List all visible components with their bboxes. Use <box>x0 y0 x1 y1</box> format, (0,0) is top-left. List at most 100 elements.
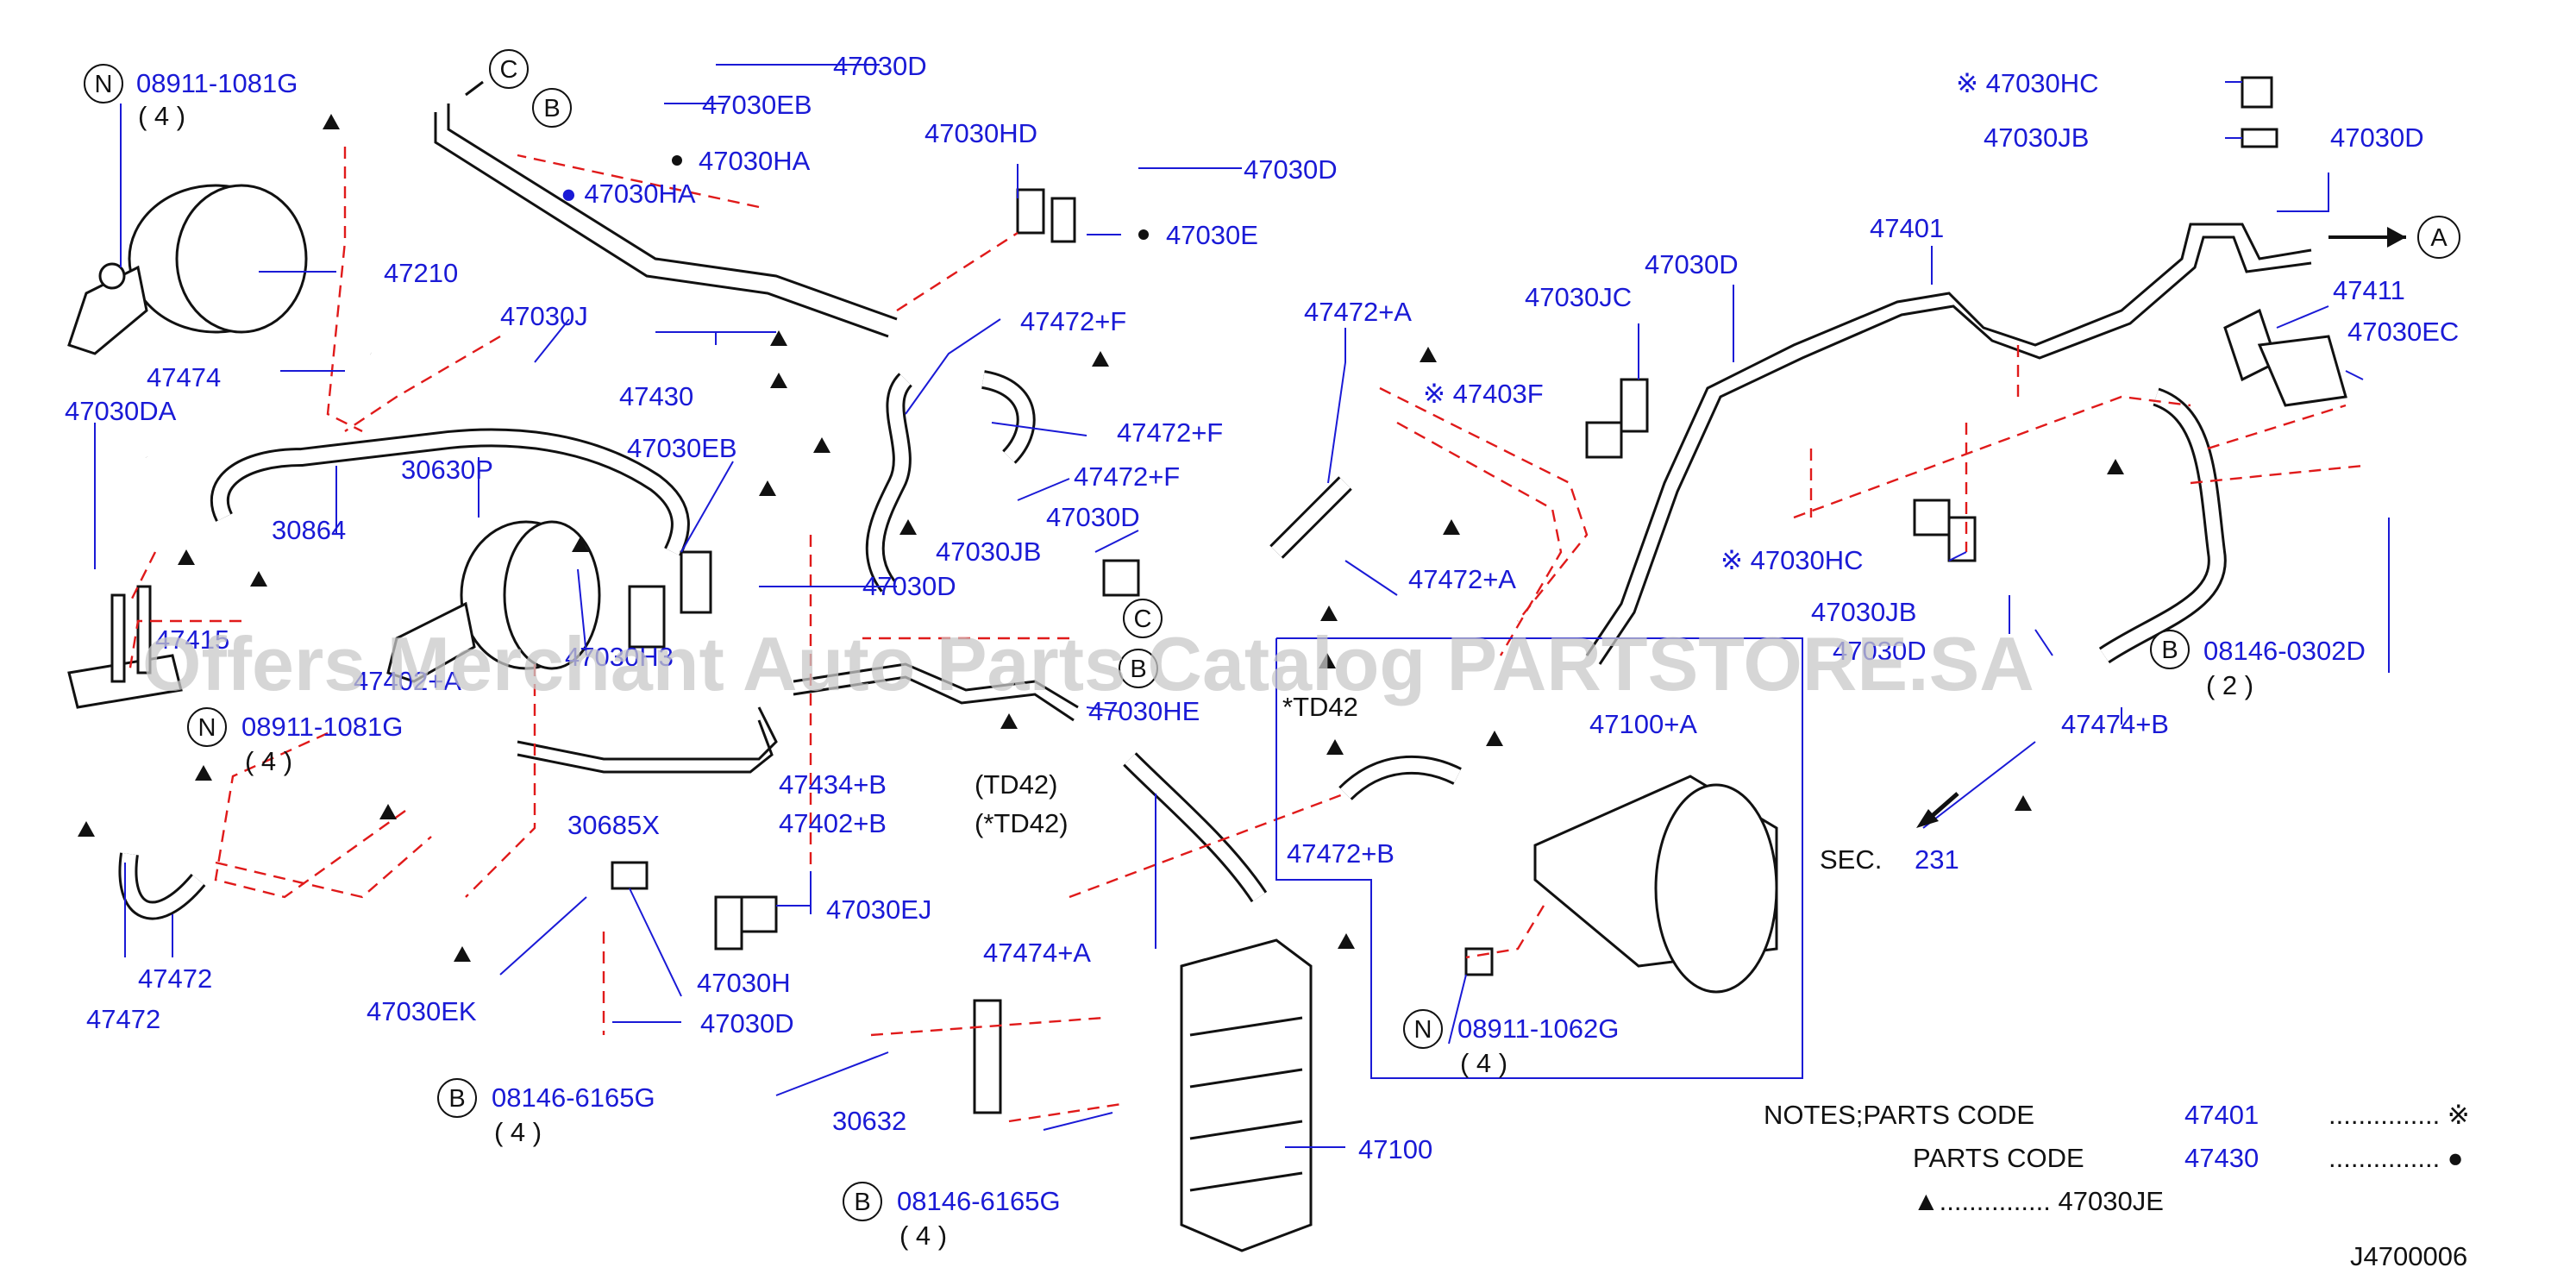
label-47030JB: 47030JB <box>1811 597 1916 627</box>
label-47474A: 47474+A <box>983 938 1091 968</box>
cooler-unit <box>1180 938 1313 1252</box>
label-47030DA: 47030DA <box>65 396 177 426</box>
label-47030EJ: 47030EJ <box>826 894 931 925</box>
notes-line-3: ▲............... 47030JE <box>1913 1186 2164 1216</box>
label-qty: ( 2 ) <box>2206 670 2253 700</box>
label-47472A: 47472+A <box>1304 297 1412 327</box>
notes-code-47401: 47401 <box>2184 1100 2259 1130</box>
canister <box>1533 775 1778 994</box>
label-47472F: 47472+F <box>1117 417 1223 448</box>
label-47030H: 47030H <box>697 968 791 998</box>
label-47030D: 47030D <box>1833 636 1927 666</box>
triangle-markers <box>78 114 2124 962</box>
label-30632: 30632 <box>832 1106 906 1136</box>
label-47030HA: ● 47030HA <box>561 179 696 209</box>
diagram-code: J4700006 <box>2350 1241 2467 1271</box>
marker-b: B <box>543 95 560 122</box>
label-08146-6165G: 08146-6165G <box>897 1186 1061 1216</box>
label-47472A: 47472+A <box>1408 564 1516 594</box>
label-47401: 47401 <box>1870 213 1944 243</box>
label-30685X: 30685X <box>567 810 660 840</box>
marker-n: N <box>1414 1016 1432 1044</box>
label-08146-6165G: 08146-6165G <box>492 1082 655 1113</box>
label-47030HE: 47030HE <box>1088 696 1200 726</box>
label-47030J: 47030J <box>500 301 588 331</box>
label-47030D: 47030D <box>1046 502 1140 532</box>
notes-dots-1: ............... ※ <box>2328 1100 2470 1130</box>
label-47030HC: ※ 47030HC <box>1720 545 1864 575</box>
label-qty: ( 4 ) <box>1460 1048 1507 1078</box>
label-47402B: 47402+B <box>779 808 887 838</box>
marker-c: C <box>1134 605 1152 633</box>
part-labels: 08911-1081G ( 4 ) 47210 47474 47030DA 47… <box>65 51 2459 1251</box>
label-47030EB: 47030EB <box>702 90 812 120</box>
label-47030JB: 47030JB <box>936 536 1041 567</box>
label-30864: 30864 <box>272 515 346 545</box>
circle-markers: N C B N C B A B N B B <box>84 49 2460 1221</box>
label-47030D: 47030D <box>700 1008 794 1038</box>
label-47030D: 47030D <box>1645 249 1739 279</box>
marker-b: B <box>1130 656 1146 683</box>
label-47030HC: ※ 47030HC <box>1956 68 2099 98</box>
label-08911-1081G: 08911-1081G <box>241 712 403 742</box>
brake-booster <box>67 184 308 355</box>
label-47472: 47472 <box>138 963 212 994</box>
label-47030EC: 47030EC <box>2347 317 2459 347</box>
marker-n: N <box>95 71 113 98</box>
bracket-parts <box>67 76 2347 1114</box>
label-47474B: 47474+B <box>2061 709 2169 739</box>
label-td42: (TD42) <box>975 769 1057 800</box>
label-47030JB: 47030JB <box>1984 122 2089 153</box>
label-47100A: 47100+A <box>1589 709 1697 739</box>
leader-lines <box>94 64 2390 1148</box>
marker-a: A <box>2430 224 2448 252</box>
label-47472F: 47472+F <box>1074 461 1180 492</box>
label-sec-231: 231 <box>1915 844 1959 875</box>
label-47030D: 47030D <box>2330 122 2424 153</box>
vacuum-hoses <box>118 347 2227 920</box>
label-qty: ( 4 ) <box>245 746 292 776</box>
label-47030E: 47030E <box>1166 220 1258 250</box>
notes-block: NOTES;PARTS CODE 47401 ............... ※… <box>1764 1100 2470 1216</box>
label-47030HA: 47030HA <box>699 146 811 176</box>
label-47415: 47415 <box>155 624 229 655</box>
label-47474: 47474 <box>147 362 221 392</box>
assembly-lines <box>128 147 2364 1123</box>
label-08911-1081G: 08911-1081G <box>136 68 298 98</box>
label-47030D: 47030D <box>1244 154 1338 185</box>
label-47472F: 47472+F <box>1020 306 1126 336</box>
label-47402A: 47402+A <box>354 666 461 696</box>
marker-b: B <box>448 1085 465 1113</box>
dot-markers <box>672 155 1149 240</box>
label-08146-0302D: 08146-0302D <box>2203 636 2366 666</box>
notes-code-47430: 47430 <box>2184 1143 2259 1173</box>
notes-dots-2: ............... ● <box>2328 1143 2464 1173</box>
label-47210: 47210 <box>384 258 458 288</box>
label-47430: 47430 <box>619 381 693 411</box>
notes-line-1: NOTES;PARTS CODE <box>1764 1100 2034 1130</box>
vacuum-tank <box>386 520 601 683</box>
label-47403F: ※ 47403F <box>1423 379 1544 409</box>
marker-b: B <box>854 1189 870 1216</box>
label-47030D: 47030D <box>862 571 956 601</box>
label-47100: 47100 <box>1358 1134 1432 1164</box>
marker-b: B <box>2161 637 2178 664</box>
label-qty: ( 4 ) <box>138 101 185 131</box>
watermark: Offers Merchant Auto Parts Catalog PARTS… <box>142 621 2034 706</box>
label-47472: 47472 <box>86 1004 160 1034</box>
label-star-td42: *TD42 <box>1282 692 1358 722</box>
label-47030H3: 47030H3 <box>565 642 674 672</box>
label-td42: (*TD42) <box>975 808 1069 838</box>
label-qty: ( 4 ) <box>494 1117 542 1147</box>
label-30630P: 30630P <box>401 455 493 485</box>
marker-n: N <box>198 714 216 742</box>
marker-c: C <box>500 56 518 84</box>
brake-pipes <box>434 80 2312 774</box>
label-47030D: 47030D <box>833 51 927 81</box>
label-47030EK: 47030EK <box>367 996 477 1026</box>
label-47411: 47411 <box>2333 275 2405 305</box>
label-sec: SEC. <box>1820 844 1882 875</box>
label-47434B: 47434+B <box>779 769 887 800</box>
direction-arrows <box>1916 227 2406 828</box>
